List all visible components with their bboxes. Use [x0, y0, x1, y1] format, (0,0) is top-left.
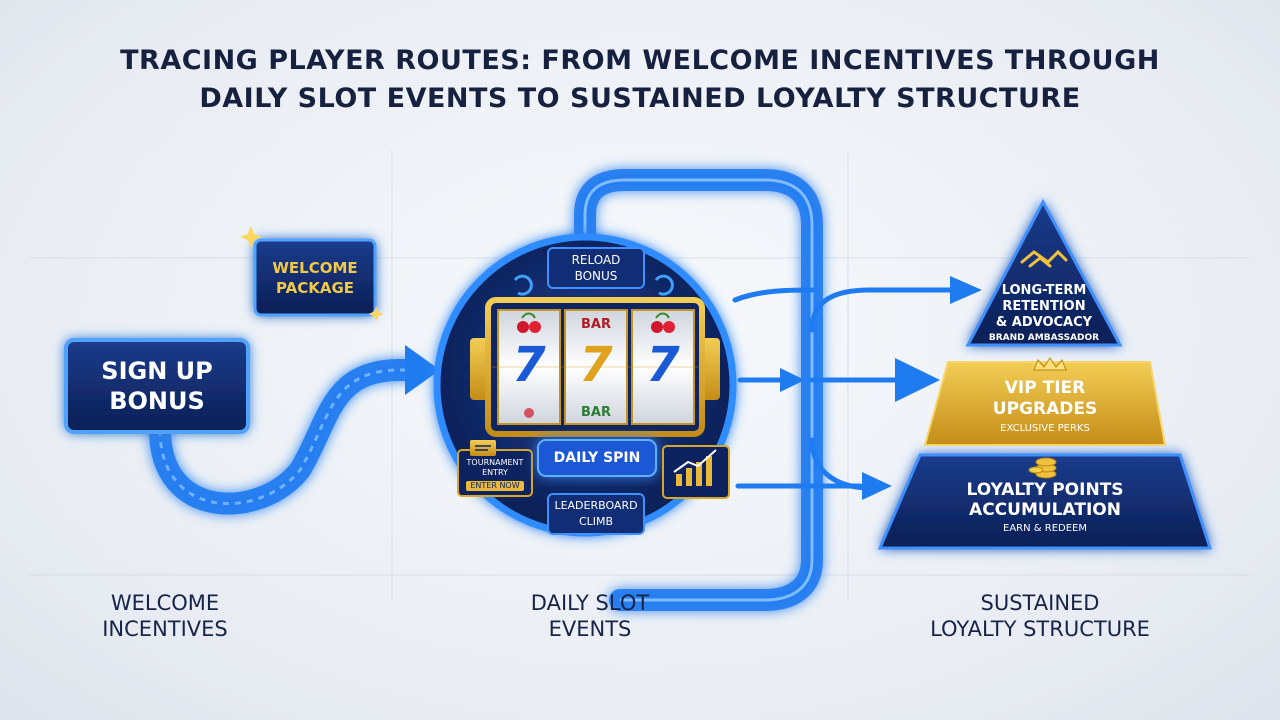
- title-line-2: DAILY SLOT EVENTS TO SUSTAINED LOYALTY S…: [199, 83, 1081, 114]
- coins-icon: [1028, 457, 1057, 479]
- welcome-package-label: WELCOME PACKAGE: [272, 259, 358, 297]
- reel-seven-left: 7: [512, 337, 546, 393]
- daily-slot-events-label: DAILY SLOT EVENTS: [530, 591, 650, 641]
- reel-seven-right: 7: [646, 337, 680, 393]
- pyramid-top-tier-label: LONG-TERM RETENTION & ADVOCACY BRAND AMB…: [988, 283, 1100, 343]
- tournament-entry-label: TOURNAMENT ENTRY ENTER NOW: [466, 458, 524, 491]
- pyramid-bottom-tier-label: LOYALTY POINTS ACCUMULATION EARN & REDEE…: [966, 480, 1124, 534]
- welcome-incentives-label: WELCOME INCENTIVES: [102, 591, 228, 641]
- leaderboard-label: LEADERBOARD CLIMB: [554, 499, 638, 528]
- reel-bar-symbol-top: BAR: [581, 317, 611, 332]
- daily-spin-label: DAILY SPIN: [553, 450, 641, 466]
- refresh-icon: [513, 274, 674, 296]
- sustained-loyalty-label: SUSTAINED LOYALTY STRUCTURE: [930, 591, 1150, 641]
- growth-chart-icon: [673, 449, 717, 486]
- loop-route-path: [574, 169, 823, 611]
- reel-bar-symbol-bottom: BAR: [581, 405, 611, 420]
- arrow-inside-loop: [780, 368, 805, 392]
- slot-machine: [470, 297, 720, 437]
- reload-bonus-chip: [547, 247, 645, 289]
- loyalty-pyramid: [877, 198, 1213, 550]
- leaderboard-chip: [547, 493, 645, 535]
- reload-bonus-label: RELOAD BONUS: [571, 253, 621, 283]
- welcome-package-card: [253, 238, 377, 317]
- pyramid-top-tier: [965, 198, 1123, 347]
- page-title: TRACING PLAYER ROUTES: FROM WELCOME INCE…: [0, 42, 1280, 118]
- cherry-icon: [517, 312, 675, 418]
- crown-icon: [1033, 357, 1067, 371]
- pyramid-bottom-tier: [877, 453, 1213, 550]
- ticket-icon: [475, 445, 491, 451]
- reel-seven-center: 7: [579, 337, 613, 393]
- pyramid-route-arrows: [732, 287, 953, 491]
- handshake-icon: [1020, 249, 1068, 268]
- welcome-route-arrowhead: [405, 345, 440, 395]
- sign-up-bonus-label: SIGN UP BONUS: [101, 357, 213, 415]
- pyramid-middle-tier-label: VIP TIER UPGRADES EXCLUSIVE PERKS: [992, 378, 1098, 434]
- title-line-1: TRACING PLAYER ROUTES: FROM WELCOME INCE…: [120, 45, 1160, 76]
- sparkle-icon: [240, 226, 384, 322]
- daily-spin-pill: [537, 439, 657, 477]
- arrow-to-top-tier: [950, 276, 982, 304]
- arrow-to-bottom-tier: [862, 472, 892, 500]
- pyramid-middle-tier: [923, 361, 1167, 446]
- sign-up-bonus-card: [64, 338, 250, 434]
- arrow-to-middle-tier: [895, 358, 940, 402]
- welcome-route-path: [149, 359, 421, 515]
